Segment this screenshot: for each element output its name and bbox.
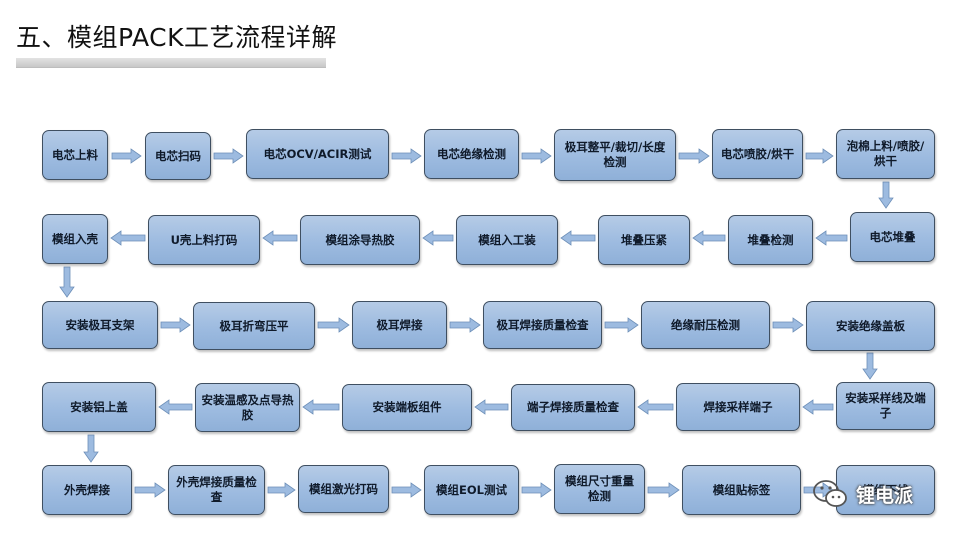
flow-arrow — [134, 482, 166, 498]
step-temp-sensor: 安装温感及点导热胶 — [195, 383, 300, 432]
step-stack-compress: 堆叠压紧 — [598, 215, 690, 265]
flow-arrow — [422, 230, 454, 246]
watermark: 锂电派 — [812, 478, 913, 510]
step-insulation-cover: 安装绝缘盖板 — [806, 301, 935, 351]
step-ocv-acir-test: 电芯OCV/ACIR测试 — [246, 129, 389, 179]
flow-arrow — [521, 148, 552, 164]
step-labeling: 模组贴标签 — [682, 465, 801, 515]
flow-arrow — [302, 399, 340, 415]
page-title: 五、模组PACK工艺流程详解 — [16, 23, 337, 52]
step-cell-scan: 电芯扫码 — [145, 132, 211, 180]
step-tab-leveling: 极耳整平/裁切/长度检测 — [554, 129, 676, 181]
step-module-housing: 模组入壳 — [42, 214, 108, 264]
step-eol-test: 模组EOL测试 — [424, 465, 519, 515]
flow-arrow — [692, 230, 726, 246]
step-foam-glue-dry: 泡棉上料/喷胶/烘干 — [836, 129, 935, 179]
step-insulation-withstand: 绝缘耐压检测 — [641, 301, 770, 349]
step-aluminum-cover: 安装铝上盖 — [42, 382, 156, 432]
step-sampling-weld: 焊接采样端子 — [676, 383, 800, 431]
step-shell-welding: 外壳焊接 — [42, 465, 132, 515]
flow-arrow — [59, 266, 75, 298]
step-terminal-weld-check: 端子焊接质量检查 — [511, 384, 635, 431]
step-laser-marking: 模组激光打码 — [298, 465, 389, 513]
step-cell-insulation: 电芯绝缘检测 — [424, 129, 519, 179]
flow-arrow — [647, 482, 680, 498]
flow-arrow — [83, 434, 99, 463]
step-thermal-glue: 模组涂导热胶 — [300, 215, 420, 265]
step-u-shell-marking: U壳上料打码 — [148, 215, 260, 265]
flow-arrow — [560, 230, 596, 246]
flow-arrow — [862, 352, 878, 380]
step-tab-bend-flatten: 极耳折弯压平 — [193, 302, 315, 350]
title-underline — [16, 58, 326, 68]
step-sampling-harness: 安装采样线及端子 — [836, 382, 935, 430]
step-size-weight-check: 模组尺寸重量检测 — [554, 464, 645, 514]
flow-arrow — [317, 317, 350, 333]
step-tab-bracket: 安装极耳支架 — [42, 301, 158, 349]
flow-arrow — [213, 148, 244, 164]
watermark-text: 锂电派 — [856, 484, 914, 507]
flow-arrow — [678, 148, 710, 164]
flow-arrow — [878, 181, 894, 209]
step-offline: 模组下线 — [836, 465, 935, 515]
flow-arrow — [805, 148, 834, 164]
flow-arrow — [391, 148, 422, 164]
step-end-plate: 安装端板组件 — [342, 384, 472, 431]
flow-arrow — [637, 399, 674, 415]
wechat-icon — [813, 480, 847, 507]
step-cell-loading: 电芯上料 — [42, 130, 108, 180]
step-module-fixture: 模组入工装 — [456, 215, 558, 265]
flow-arrow — [158, 399, 193, 415]
step-shell-weld-check: 外壳焊接质量检查 — [168, 465, 265, 515]
flow-arrow — [815, 230, 848, 246]
flow-arrow — [160, 317, 191, 333]
step-cell-stacking: 电芯堆叠 — [850, 212, 935, 262]
flow-arrow — [262, 230, 298, 246]
step-cell-glue-dry: 电芯喷胶/烘干 — [712, 129, 803, 179]
flow-arrow — [803, 482, 834, 498]
flow-arrow — [110, 230, 146, 246]
flow-arrow — [521, 482, 552, 498]
flow-arrow — [604, 317, 639, 333]
flow-arrow — [267, 482, 296, 498]
flow-arrow — [449, 317, 481, 333]
flow-arrow — [111, 148, 142, 164]
step-weld-quality: 极耳焊接质量检查 — [483, 301, 602, 349]
flow-arrow — [474, 399, 509, 415]
flow-arrow — [802, 399, 834, 415]
step-stack-inspection: 堆叠检测 — [728, 215, 813, 265]
flow-arrow — [772, 317, 804, 333]
flow-arrow — [391, 482, 422, 498]
step-tab-welding: 极耳焊接 — [352, 301, 447, 349]
